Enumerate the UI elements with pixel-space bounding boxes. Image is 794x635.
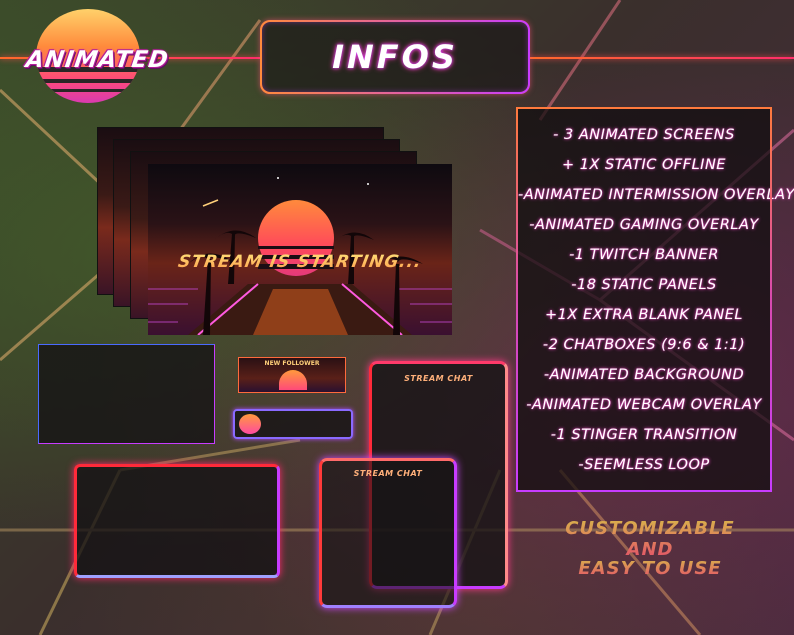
follower-alert-text: NEW FOLLOWER [264, 360, 320, 367]
title-banner: INFOS [260, 20, 530, 94]
follower-alert-preview: NEW FOLLOWER [238, 357, 346, 393]
grid-floor [148, 288, 452, 323]
webcam-frame-preview [74, 464, 280, 578]
feature-item: -18 Static Panels [571, 277, 717, 293]
chat-title-small: STREAM CHAT [353, 469, 423, 478]
features-box: - 3 Animated Screens + 1x Static Offline… [516, 107, 794, 492]
feature-item: + 1x Static Offline [562, 157, 726, 173]
logo-sun-icon [36, 9, 140, 103]
chatbox-small-preview: STREAM CHAT [319, 458, 457, 608]
stream-starting-text: STREAM IS STARTING... [148, 252, 452, 272]
feature-item: -Animated Webcam Overlay [526, 397, 762, 413]
screen-preview-main: STREAM IS STARTING... [148, 164, 452, 335]
tagline-line2: easy to use [545, 558, 755, 579]
sunset-sun-icon [258, 200, 334, 276]
tagline-line1: Customizable and [545, 518, 755, 560]
feature-item: -Animated Intermission Overlay [518, 187, 794, 203]
feature-item: -Animated Background [543, 367, 745, 383]
blank-panel-preview [38, 344, 215, 444]
feature-item: -Animated Gaming Overlay [529, 217, 759, 233]
page-title: INFOS [332, 38, 458, 76]
animated-logo: ANIMATED [24, 9, 170, 103]
feature-item: -2 Chatboxes (9:6 & 1:1) [542, 337, 746, 353]
logo-text: ANIMATED [24, 47, 171, 73]
features-list: - 3 Animated Screens + 1x Static Offline… [518, 123, 794, 483]
chat-title-large: STREAM CHAT [404, 374, 473, 383]
feature-item: +1x Extra Blank Panel [545, 307, 743, 323]
header-line-right [530, 57, 794, 59]
alert-bar-preview [233, 409, 353, 439]
feature-item: -1 Stinger Transition [550, 427, 738, 443]
feature-item: -1 Twitch Banner [569, 247, 719, 263]
feature-item: -Seemless Loop [578, 457, 710, 473]
feature-item: - 3 Animated Screens [553, 127, 735, 143]
heart-avatar-icon [239, 414, 261, 434]
